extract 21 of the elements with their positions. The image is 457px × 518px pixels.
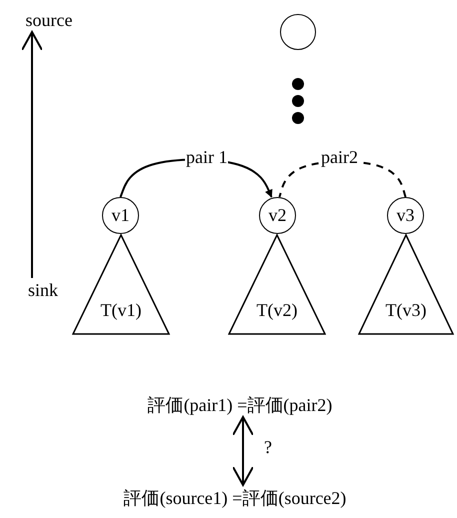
- subtree-triangle: [358, 234, 454, 335]
- edge-label: pair 1: [185, 148, 228, 168]
- node-label: T(v2): [256, 300, 298, 321]
- tree-node-circle: [259, 197, 296, 234]
- node-label: 評価(source1) =評価(source2): [124, 487, 346, 510]
- tree-node-circle: [387, 197, 424, 234]
- arrow: [232, 416, 254, 486]
- arrow: [21, 31, 43, 278]
- subtree-triangle: [228, 234, 326, 335]
- tree-node-circle: [102, 197, 139, 234]
- node-label: v2: [268, 205, 286, 226]
- tree-node-circle: [280, 14, 316, 50]
- node-label: v1: [112, 205, 130, 226]
- node-label: v3: [396, 205, 414, 226]
- node-label: 評価(pair1) =評価(pair2): [148, 394, 332, 417]
- node-label: sink: [28, 280, 58, 300]
- node-label: T(v1): [100, 300, 142, 321]
- node-label: source: [26, 10, 72, 30]
- subtree-triangle: [72, 234, 170, 335]
- edge-label: pair2: [320, 148, 359, 168]
- node-label: T(v3): [386, 300, 426, 321]
